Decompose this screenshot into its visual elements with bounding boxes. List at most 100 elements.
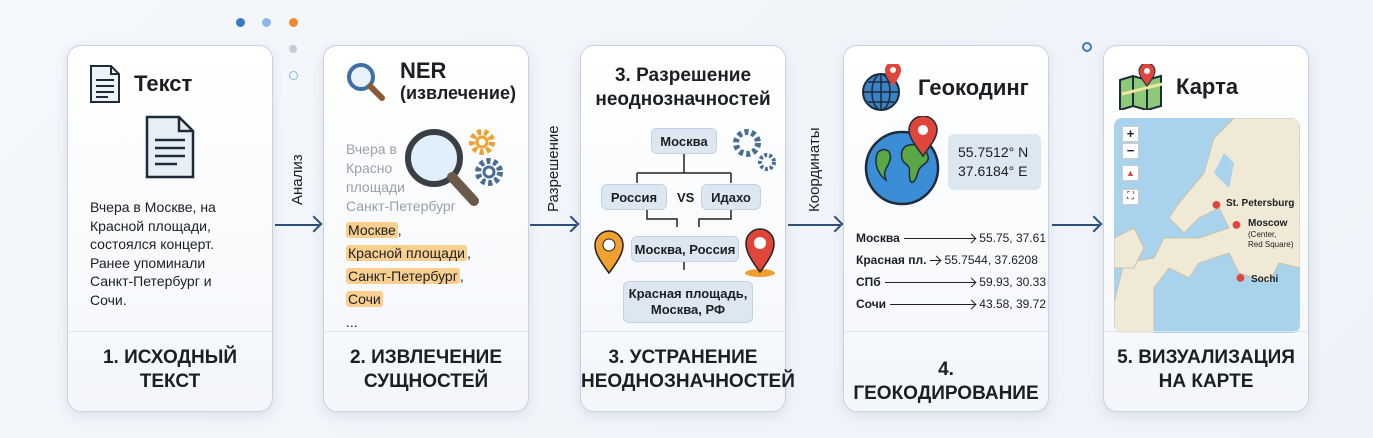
pin-note-line: Red Square) [1248,240,1294,249]
place-name: Красная пл. [856,253,927,267]
text-line: Ранее упоминали [90,254,206,271]
place-name: Москва [856,231,900,245]
step-label-line: ТЕКСТ [139,371,201,392]
document-illustration [145,115,195,179]
step-label-line: НЕОДНОЗНАЧНОСТЕЙ [581,371,795,392]
divider [581,331,785,332]
pin-label-spb: St. Petersburg [1226,198,1295,209]
coordinates-box: 55.7512° N 37.6184° E [948,134,1041,190]
zoom-out-button[interactable]: − [1122,143,1139,159]
earth-pin-illustration [864,116,940,206]
step-label-line: НА КАРТЕ [1158,371,1254,392]
card-header: Текст [88,64,192,104]
entity-highlight: Москве [346,222,398,238]
flow-arrow [275,224,319,226]
faded-text: Вчера в [346,141,397,157]
ner-text: Вчера в Красно площади Санкт-Петербург М… [346,140,471,334]
entity-highlight: Красной площади [346,245,467,261]
pin-label-sochi: Sochi [1251,274,1279,285]
map-pin-icon[interactable]: ● [1235,267,1246,287]
vs-label: VS [677,190,695,205]
decor-dot [236,18,245,27]
map-pin-icon[interactable]: ● [1231,214,1242,234]
decor-ring [1082,42,1092,52]
entity-highlight: Сочи [346,291,383,307]
arrow-label: Координаты [806,127,823,213]
candidate-option-russia: Россия [601,184,667,210]
zoom-in-button[interactable]: + [1122,126,1139,142]
card-title-line: неоднозначностей [595,89,771,110]
source-text: Вчера в Москве, на Красной площади, сост… [90,198,216,309]
fullscreen-button[interactable]: ⛶ [1122,189,1139,205]
place-coords: 43.58, 39.72 [979,297,1046,311]
card-title-line: 3. Разрешение [614,65,752,86]
divider [1104,331,1308,332]
step-label-line: 5. ВИЗУАЛИЗАЦИЯ [1117,347,1295,368]
longitude: 37.6184° E [958,163,1028,179]
card-header: Карта [1118,64,1238,110]
card-title: 3. Разрешение неоднозначностей [581,64,785,112]
arrow-icon [890,303,976,305]
entity-highlight: Санкт-Петербург [346,268,460,284]
arrow-label: Разрешение [545,125,562,212]
step-label: 4. ГЕОКОДИРОВАНИЕ [844,358,1048,406]
decor-dot [289,18,298,27]
step-label-line: 4. ГЕОКОДИРОВАНИЕ [853,359,1039,404]
map-pin-orange-icon [594,230,624,275]
geocode-row: Сочи 43.58, 39.72 [856,297,1046,311]
place-name: СПб [856,275,881,289]
arrow-label: Анализ [289,154,306,205]
place-coords: 55.7544, 37.6208 [944,253,1038,267]
text-line: Вчера в Москве, на [90,199,216,215]
arrow-icon [884,281,976,283]
compass-button[interactable]: ▲ [1122,165,1139,181]
step-card-ner: NER(извлечение) Вчера в Красно площади С… [323,45,529,412]
magnifier-gears-illustration [405,129,503,206]
globe-pin-icon [862,64,901,111]
divider [68,331,272,332]
card-title: Текст [134,71,193,96]
latitude: 55.7512° N [958,144,1029,160]
decor-dot [289,45,297,53]
flow-arrow [788,224,840,226]
arrow-icon [930,259,941,261]
text-line: Красной площади, [90,217,211,234]
map-land [1114,118,1300,333]
step-label-line: 1. ИСХОДНЫЙ [102,347,237,368]
pin-note: (Center,Red Square) [1248,230,1293,250]
decor-dot [262,18,271,27]
step-label: 1. ИСХОДНЫЙ ТЕКСТ [68,346,272,394]
folded-map-icon [1119,64,1163,110]
place-name: Сочи [856,297,887,311]
map-view[interactable]: + − ▲ ⛶ ● St. Petersburg ● Moscow (Cente… [1114,118,1300,333]
final-location-line: Москва, РФ [650,302,726,317]
decor-ring [289,71,298,80]
step-label: 5. ВИЗУАЛИЗАЦИЯ НА КАРТЕ [1104,346,1308,394]
step-label-line: СУЩНОСТЕЙ [363,371,489,392]
text-line: состоялся концерт. [90,236,214,252]
map-pin-icon[interactable]: ● [1211,194,1222,214]
card-title: Геокодинг [918,75,1029,100]
flow-arrow [530,224,576,226]
final-location-line: Красная площадь, [628,286,748,301]
gears-icon [733,129,776,171]
text-line: Санкт-Петербург и [90,273,212,289]
place-coords: 59.93, 30.33 [979,275,1046,289]
document-icon [90,65,120,103]
card-header: Геокодинг [860,64,1029,112]
candidate-root: Москва [651,128,717,154]
faded-text: Санкт-Петербург [346,198,456,214]
text-line: Сочи. [90,291,127,308]
candidate-option-idaho: Идахо [701,184,761,210]
geocode-row: Красная пл. 55.7544, 37.6208 [856,253,1046,267]
faded-text: Красно [346,160,393,176]
geocode-row: СПб 59.93, 30.33 [856,275,1046,289]
card-header: NER(извлечение) [344,60,516,104]
map-pin-red-icon [745,228,775,277]
card-title: NER [400,58,447,83]
final-location: Красная площадь,Москва, РФ [623,281,753,323]
tree-connectors [636,153,732,270]
